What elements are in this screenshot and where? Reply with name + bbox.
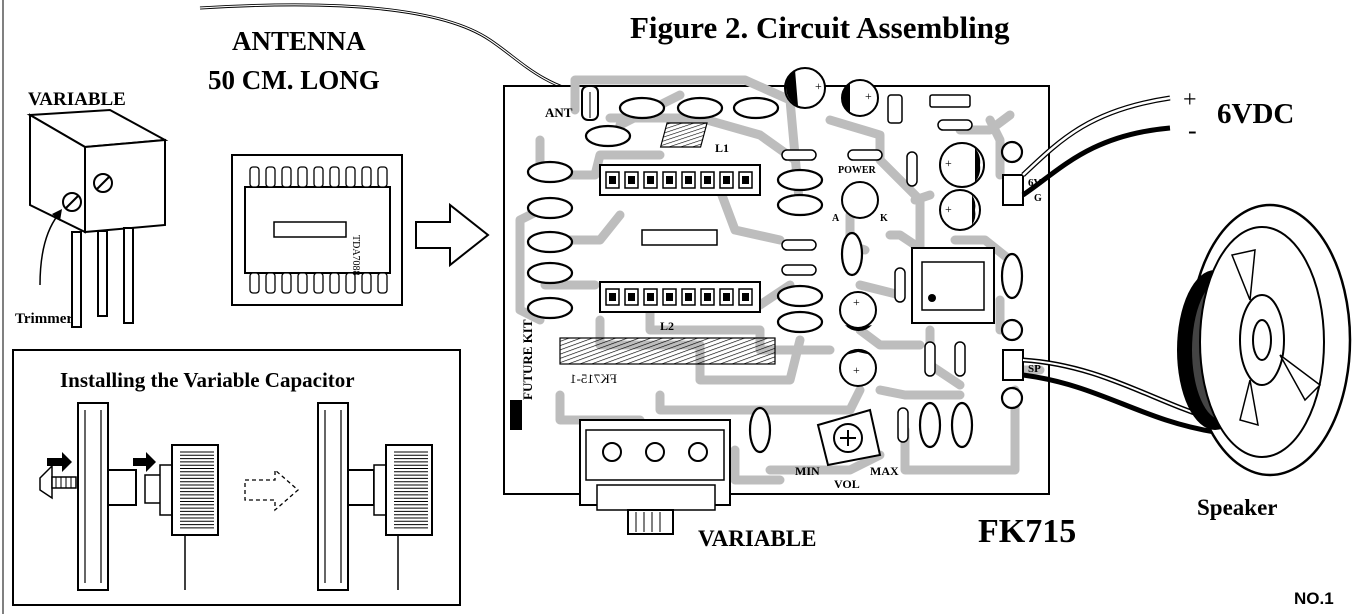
direction-arrow	[415, 202, 490, 268]
pcb-label-power: POWER	[838, 165, 876, 176]
cap-plus-4: +	[945, 202, 952, 216]
pcb-label-l1: L1	[715, 141, 730, 155]
cap-plus-6: +	[853, 363, 860, 377]
pcb-board-code: FK715-1	[570, 371, 617, 386]
variable-bottom-label: VARIABLE	[698, 526, 817, 551]
figure-title: Figure 2. Circuit Assembling	[630, 10, 1010, 45]
speaker-wire-2	[1022, 372, 1216, 435]
pcb-brand: FUTURE KIT	[520, 319, 535, 400]
install-box-title: Installing the Variable Capacitor	[60, 368, 355, 392]
cap-plus-2: +	[865, 89, 872, 103]
power-plus-sign: +	[1183, 87, 1197, 113]
pcb-label-ant: ANT	[545, 105, 573, 120]
variable-capacitor-drawing	[26, 108, 169, 328]
speaker-drawing	[1177, 203, 1352, 477]
page-number: NO.1	[1294, 589, 1334, 608]
pcb-label-led-k: K	[880, 213, 888, 224]
antenna-label-line1: ANTENNA	[232, 26, 366, 56]
pcb-label-max: MAX	[870, 464, 899, 478]
speaker-label: Speaker	[1197, 495, 1278, 520]
cap-plus-5: +	[853, 295, 860, 309]
trimmer-label: Trimmer	[15, 311, 74, 327]
pcb-label-min: MIN	[795, 464, 820, 478]
pcb-label-gnd: G	[1034, 193, 1042, 204]
power-wire-negative	[1021, 125, 1171, 198]
pcb-board	[503, 67, 1050, 535]
pcb-label-sp: SP	[1028, 363, 1041, 375]
model-label: FK715	[978, 513, 1077, 550]
power-minus-sign: -	[1188, 116, 1197, 145]
ic-footprint-drawing	[231, 154, 403, 306]
variable-top-label: VARIABLE	[28, 89, 126, 110]
pcb-label-led-a: A	[832, 213, 840, 224]
install-instructions-box	[12, 349, 461, 606]
power-label: 6VDC	[1217, 98, 1295, 130]
pcb-label-l2: L2	[660, 319, 675, 333]
pcb-label-6v: 6V	[1028, 177, 1042, 189]
antenna-label-line2: 50 CM. LONG	[208, 65, 380, 95]
pcb-label-vol: VOL	[834, 477, 860, 491]
cap-plus-1: +	[815, 79, 822, 93]
chip-marking: TDA7088	[350, 235, 361, 276]
cap-plus-3: +	[945, 156, 952, 170]
